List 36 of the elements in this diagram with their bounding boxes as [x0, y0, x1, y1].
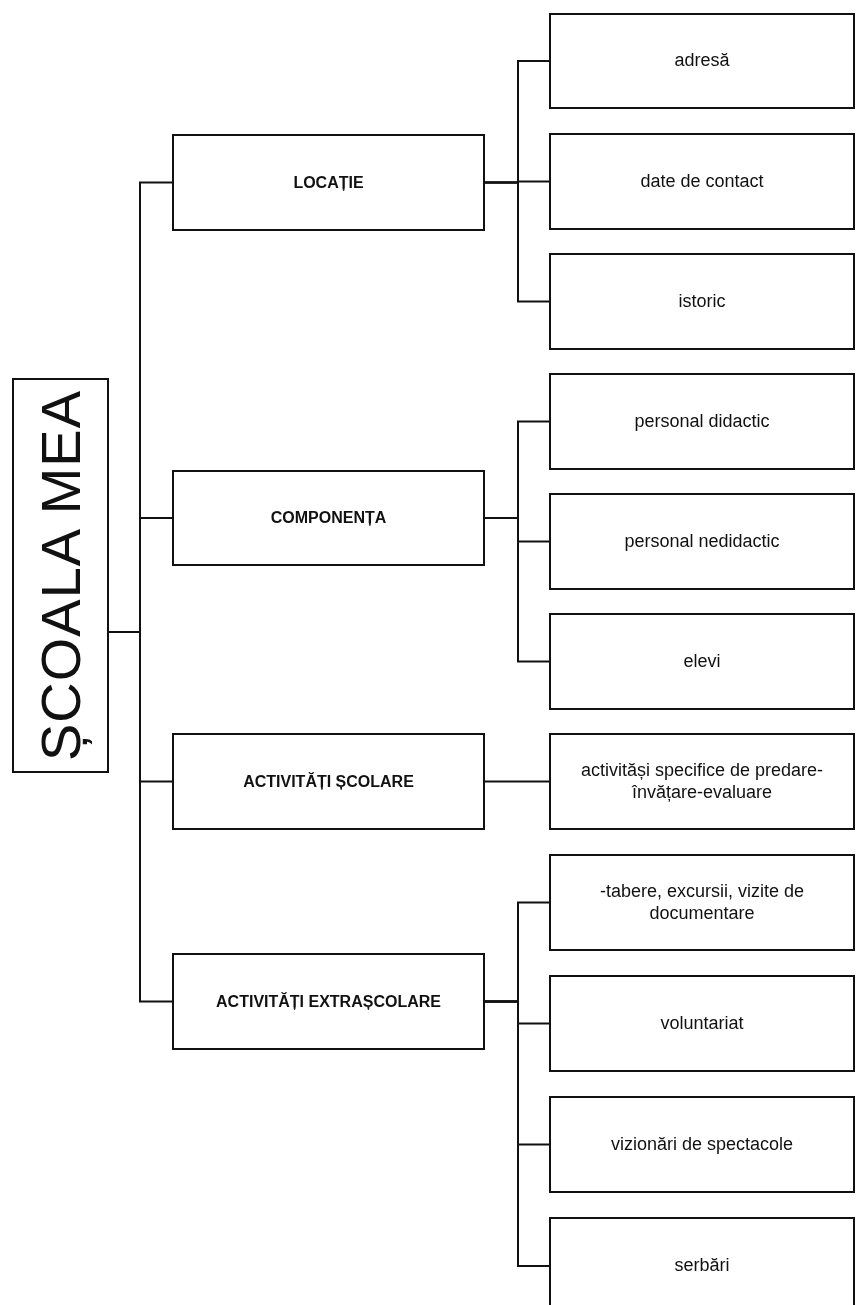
topic-text: -tabere, excursii, vizite de documentare	[598, 880, 806, 925]
topic-text: date de contact	[640, 170, 764, 193]
topic-text: COMPONENȚA	[270, 508, 387, 528]
connector-line	[484, 517, 550, 663]
title-text: ȘCOALA MEA	[28, 390, 93, 761]
topic-text: elevi	[683, 650, 721, 673]
topic-text: ACTIVITĂȚI ȘCOLARE	[243, 771, 414, 792]
connector-line	[484, 1000, 550, 1267]
topic-box	[172, 733, 485, 830]
topic-box	[549, 975, 855, 1072]
topic-text: personal didactic	[634, 410, 770, 433]
topic-text: serbări	[674, 1255, 730, 1277]
topic-box	[549, 13, 855, 109]
topic-text: istoric	[678, 290, 726, 313]
topic-box	[549, 1217, 855, 1305]
topic-text: LOCAȚIE	[293, 172, 364, 193]
title-box	[12, 378, 109, 773]
topic-text: activităși specifice de predare-învățare-evaluare	[579, 759, 825, 804]
topic-box	[549, 613, 855, 710]
topic-text: vizionări de spectacole	[610, 1133, 794, 1156]
topic-box	[172, 470, 485, 566]
topic-text: personal nedidactic	[624, 530, 780, 553]
topic-text: adresă	[674, 50, 730, 72]
topic-text: voluntariat	[660, 1012, 744, 1035]
connector-line	[484, 780, 550, 783]
topic-box	[549, 733, 855, 830]
topic-box	[549, 133, 855, 230]
topic-box	[549, 1096, 855, 1193]
topic-box	[172, 953, 485, 1050]
topic-box	[549, 493, 855, 590]
topic-text: ACTIVITĂȚI EXTRAȘCOLARE	[216, 991, 441, 1012]
topic-box	[549, 854, 855, 951]
topic-box	[172, 134, 485, 231]
connector-line	[484, 181, 550, 303]
topic-box	[549, 253, 855, 350]
topic-box	[549, 373, 855, 470]
